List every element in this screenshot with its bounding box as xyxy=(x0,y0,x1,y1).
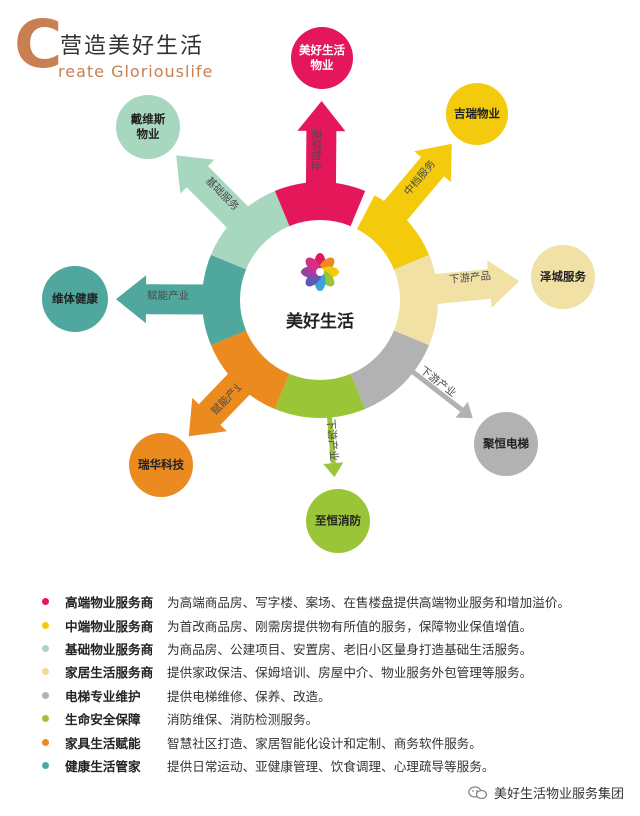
legend-dot-icon xyxy=(42,738,49,746)
spoke-arrow xyxy=(176,155,252,232)
legend-title: 家具生活赋能 xyxy=(65,735,141,751)
legend-description: 为高端商品房、写字楼、案场、在售楼盘提供高端物业服务和增加溢价。 xyxy=(167,595,570,611)
center-label: 美好生活 xyxy=(286,311,354,332)
ring-segment-4 xyxy=(274,373,366,418)
node-circle xyxy=(446,83,508,145)
node-label: 物业 xyxy=(137,127,160,141)
node-label: 维体健康 xyxy=(52,292,98,306)
legend-dot-icon xyxy=(42,668,49,676)
flower-logo-icon xyxy=(301,253,339,291)
spoke-4: 下游产业 xyxy=(323,411,344,478)
legend-item: 家具生活赋能 智慧社区打造、家居智能化设计和定制、商务软件服务。 xyxy=(42,730,632,753)
spoke-0: 高端物业 xyxy=(297,101,346,189)
node-2: 泽城服务 xyxy=(531,245,595,309)
legend-title: 高端物业服务商 xyxy=(65,595,154,611)
legend-title: 基础物业服务商 xyxy=(65,641,154,657)
spoke-link-label: 下游产业 xyxy=(324,419,340,462)
spoke-line xyxy=(407,366,464,412)
legend-list: 高端物业服务商为高端商品房、写字楼、案场、在售楼盘提供高端物业服务和增加溢价。中… xyxy=(42,590,632,777)
wechat-icon xyxy=(468,785,488,799)
spoke-arrowhead xyxy=(323,462,344,478)
node-1: 吉瑞物业 xyxy=(446,83,508,145)
node-5: 瑞华科技 xyxy=(129,433,193,497)
spoke-arrow xyxy=(188,370,254,437)
legend-dot-icon xyxy=(42,761,49,769)
node-label: 聚恒电梯 xyxy=(482,437,529,451)
node-label: 至恒消防 xyxy=(315,514,361,528)
node-6: 维体健康 xyxy=(42,266,108,332)
spoke-3: 下游产业 xyxy=(407,364,473,419)
spoke-arrow xyxy=(116,275,209,324)
center-disc xyxy=(247,227,393,373)
node-circle xyxy=(291,27,353,89)
legend-description: 智慧社区打造、家居智能化设计和定制、商务软件服务。 xyxy=(167,735,482,751)
legend-description: 为首改商品房、刚需房提供物有所值的服务，保障物业保值增值。 xyxy=(167,618,533,634)
radial-diagram: 高端物业美好生活物业中档服务吉瑞物业下游产品泽城服务下游产业聚恒电梯下游产业至恒… xyxy=(42,27,595,553)
node-label: 吉瑞物业 xyxy=(454,107,500,121)
spoke-line xyxy=(326,411,336,464)
node-label: 戴维斯 xyxy=(131,112,166,126)
node-circle xyxy=(474,412,538,476)
node-circle xyxy=(129,433,193,497)
spoke-arrow xyxy=(297,101,346,189)
spoke-6: 赋能产业 xyxy=(116,275,209,324)
legend-description: 消防维保、消防检测服务。 xyxy=(167,712,319,728)
legend-item: 基础物业服务商为商品房、公建项目、安置房、老旧小区量身打造基础生活服务。 xyxy=(42,637,632,660)
legend-title: 健康生活管家 xyxy=(65,758,141,774)
node-circle xyxy=(116,95,180,159)
node-circle xyxy=(531,245,595,309)
legend-item: 中端物业服务商为首改商品房、刚需房提供物有所值的服务，保障物业保值增值。 xyxy=(42,613,632,636)
ring-segment-3 xyxy=(350,330,430,410)
ring-segment-6 xyxy=(201,254,247,346)
legend-title: 中端物业服务商 xyxy=(65,618,154,634)
node-4: 至恒消防 xyxy=(306,489,370,553)
node-label: 泽城服务 xyxy=(540,270,586,284)
legend-description: 提供日常运动、亚健康管理、饮食调理、心理疏导等服务。 xyxy=(167,758,495,774)
ring-segment-2 xyxy=(393,254,438,346)
spoke-link-label: 高端物业 xyxy=(310,129,323,171)
legend-dot-icon xyxy=(42,691,49,699)
node-circle xyxy=(42,266,108,332)
legend-title: 电梯专业维护 xyxy=(65,688,141,704)
legend-item: 健康生活管家 提供日常运动、亚健康管理、饮食调理、心理疏导等服务。 xyxy=(42,754,632,777)
spoke-2: 下游产品 xyxy=(430,260,520,308)
legend-description: 提供家政保洁、保姆培训、房屋中介、物业服务外包管理等服务。 xyxy=(167,665,533,681)
watermark-text: 美好生活物业服务集团 xyxy=(493,787,624,802)
legend-item: 电梯专业维护 提供电梯维修、保养、改造。 xyxy=(42,684,632,707)
legend-item: 生命安全保障 消防维保、消防检测服务。 xyxy=(42,707,632,730)
legend-dot-icon xyxy=(42,644,49,652)
ring-segment-5 xyxy=(210,330,290,410)
legend-description: 为商品房、公建项目、安置房、老旧小区量身打造基础生活服务。 xyxy=(167,641,533,657)
node-3: 聚恒电梯 xyxy=(474,412,538,476)
node-label: 美好生活 xyxy=(299,43,345,57)
node-0: 美好生活物业 xyxy=(291,27,353,89)
legend-title: 家居生活服务商 xyxy=(65,665,154,681)
header-logo: C 营造美好生活 reate Gloriouslife xyxy=(14,12,244,88)
header-title-en: reate Gloriouslife xyxy=(58,62,214,81)
ring-segment-1 xyxy=(356,195,433,276)
watermark: 美好生活物业服务集团 xyxy=(468,783,624,802)
legend-dot-icon xyxy=(42,598,49,606)
node-label: 瑞华科技 xyxy=(138,458,184,472)
spoke-link-label: 赋能产业 xyxy=(147,289,189,302)
ring-segment-0 xyxy=(274,182,366,227)
spoke-arrowhead xyxy=(455,401,473,419)
spoke-arrow xyxy=(380,143,452,225)
petal-core xyxy=(316,268,324,276)
spoke-arrow xyxy=(430,260,520,308)
ring-segment-7 xyxy=(210,190,290,270)
legend-dot-icon xyxy=(42,621,49,629)
header-title-cn: 营造美好生活 xyxy=(60,34,205,59)
legend-dot-icon xyxy=(42,715,49,723)
legend-item: 高端物业服务商为高端商品房、写字楼、案场、在售楼盘提供高端物业服务和增加溢价。 xyxy=(42,590,632,613)
legend-description: 提供电梯维修、保养、改造。 xyxy=(167,688,331,704)
header-letter: C xyxy=(14,6,63,83)
spoke-link-label: 下游产品 xyxy=(448,269,491,286)
node-label: 物业 xyxy=(311,58,334,72)
legend-item: 家居生活服务商提供家政保洁、保姆培训、房屋中介、物业服务外包管理等服务。 xyxy=(42,660,632,683)
node-circle xyxy=(306,489,370,553)
legend-title: 生命安全保障 xyxy=(65,712,141,728)
